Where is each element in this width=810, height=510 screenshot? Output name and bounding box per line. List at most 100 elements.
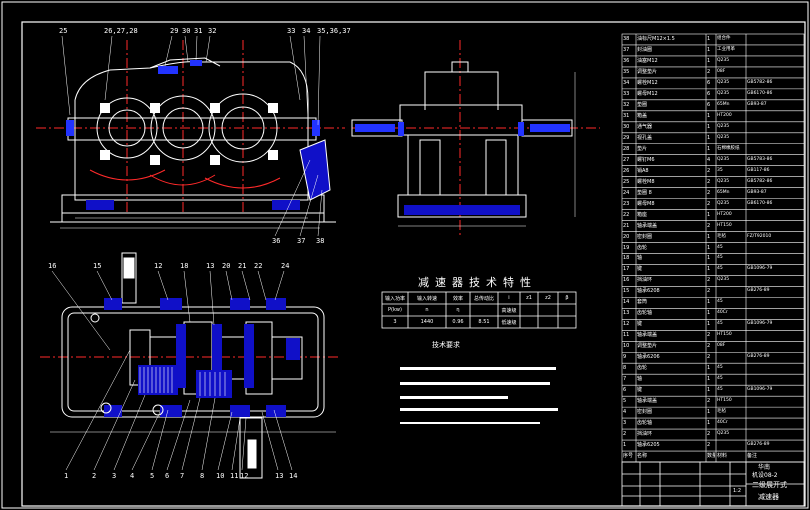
tech-cell: n — [425, 307, 429, 313]
parts-standard — [747, 34, 803, 45]
parts-standard — [747, 144, 803, 155]
parts-material: Q235 — [717, 156, 730, 162]
parts-standard: GB6170-86 — [747, 200, 773, 206]
parts-material: 组合件 — [717, 36, 731, 41]
parts-no: 3 — [623, 420, 627, 427]
parts-no: 33 — [623, 90, 630, 97]
parts-material: Q235 — [717, 200, 730, 206]
parts-name: 轴承6205 — [637, 442, 660, 449]
svg-text:1: 1 — [64, 472, 68, 480]
parts-no: 15 — [623, 288, 630, 295]
parts-standard — [747, 308, 803, 319]
parts-standard: GB5783-86 — [747, 156, 773, 162]
parts-qty: 1 — [707, 387, 711, 394]
parts-qty: 1 — [707, 310, 711, 317]
svg-text:20: 20 — [222, 262, 230, 270]
parts-name: 封油圈 — [637, 46, 653, 53]
parts-material: Q235 — [717, 134, 730, 140]
parts-header-cell: 备注 — [747, 453, 758, 460]
parts-material: 45 — [717, 244, 723, 250]
parts-standard — [747, 341, 803, 352]
parts-qty: 1 — [707, 365, 711, 372]
parts-material: 石棉橡胶纸 — [717, 145, 740, 151]
parts-material: 45 — [717, 376, 723, 382]
parts-qty: 2 — [707, 343, 711, 350]
parts-no: 31 — [623, 112, 630, 119]
label-25: 25 — [59, 27, 67, 35]
parts-no: 4 — [623, 409, 627, 416]
parts-material: Q235 — [717, 57, 730, 63]
plan-view — [40, 252, 340, 479]
parts-no: 12 — [623, 321, 630, 328]
title-block — [621, 461, 805, 507]
parts-no: 2 — [623, 431, 627, 438]
parts-material: Q235 — [717, 277, 730, 283]
parts-material: HT150 — [717, 332, 732, 338]
parts-standard — [747, 45, 803, 56]
tech-cell: 1440 — [420, 319, 434, 325]
svg-text:3: 3 — [112, 472, 116, 480]
parts-qty: 1 — [707, 420, 711, 427]
svg-text:18: 18 — [180, 262, 188, 270]
parts-standard: GB5782-86 — [747, 178, 773, 184]
parts-header-cell: 材料 — [717, 453, 728, 460]
parts-name: 轴承端盖 — [637, 398, 658, 405]
parts-name: 箱盖 — [637, 112, 648, 119]
parts-name: 调整垫片 — [637, 68, 658, 75]
parts-material: Q235 — [717, 79, 730, 85]
parts-no: 34 — [623, 79, 630, 86]
parts-qty: 1 — [707, 299, 711, 306]
parts-standard: GB5782-86 — [747, 79, 773, 85]
parts-qty: 2 — [707, 200, 711, 207]
parts-qty: 6 — [707, 79, 711, 86]
parts-qty: 1 — [707, 266, 711, 273]
tech-header-cell: 效率 — [452, 296, 463, 302]
tech-header-cell: 总传动比 — [473, 296, 494, 302]
parts-no: 17 — [623, 266, 630, 273]
parts-name: 密封圈 — [637, 233, 653, 240]
title-class: 机设08-2 — [752, 472, 778, 479]
parts-no: 1 — [623, 442, 627, 449]
parts-qty: 2 — [707, 222, 711, 229]
parts-qty: 2 — [707, 288, 711, 295]
parts-name: 箱座 — [637, 211, 648, 218]
parts-qty: 2 — [707, 277, 711, 284]
parts-no: 36 — [623, 57, 630, 64]
parts-material: 40Cr — [717, 310, 728, 316]
parts-standard: GB276-89 — [747, 442, 770, 448]
parts-standard — [747, 275, 803, 286]
parts-qty: 1 — [707, 233, 711, 240]
parts-standard: GB117-86 — [747, 167, 770, 173]
parts-no: 9 — [623, 354, 627, 361]
parts-no: 24 — [623, 189, 630, 196]
parts-standard — [747, 111, 803, 122]
tech-cell: 低速级 — [501, 320, 517, 326]
parts-material: Q235 — [717, 178, 730, 184]
parts-name: 轴承6206 — [637, 354, 660, 361]
tech-requirements-title: 技术要求 — [432, 341, 460, 349]
tech-cell: 0.96 — [452, 319, 464, 325]
front-leaders — [61, 35, 323, 237]
parts-standard — [747, 243, 803, 254]
svg-text:34: 34 — [302, 27, 310, 35]
parts-no: 18 — [623, 255, 630, 262]
parts-standard — [747, 374, 803, 385]
parts-qty: 2 — [707, 354, 711, 361]
parts-material: Q235 — [717, 90, 730, 96]
parts-name: 挡油环 — [637, 431, 653, 438]
parts-qty: 1 — [707, 46, 711, 53]
parts-material: 45 — [717, 387, 723, 393]
tech-table — [381, 291, 577, 329]
tech-cell: η — [456, 307, 460, 313]
parts-name: 油标尺M12×1.5 — [637, 36, 675, 42]
parts-standard: GB1096-79 — [747, 266, 773, 272]
title-school: 华南 — [758, 464, 771, 471]
plan-view-labels: 16 15 12 18 13 20 21 22 24 1 2 3 4 5 6 7… — [48, 262, 297, 480]
svg-text:33: 33 — [287, 27, 295, 35]
parts-no: 16 — [623, 277, 630, 284]
parts-name: 键 — [637, 266, 643, 273]
parts-name: 齿轮 — [637, 365, 648, 372]
parts-name: 齿轮轴 — [637, 310, 653, 317]
parts-no: 35 — [623, 68, 630, 75]
